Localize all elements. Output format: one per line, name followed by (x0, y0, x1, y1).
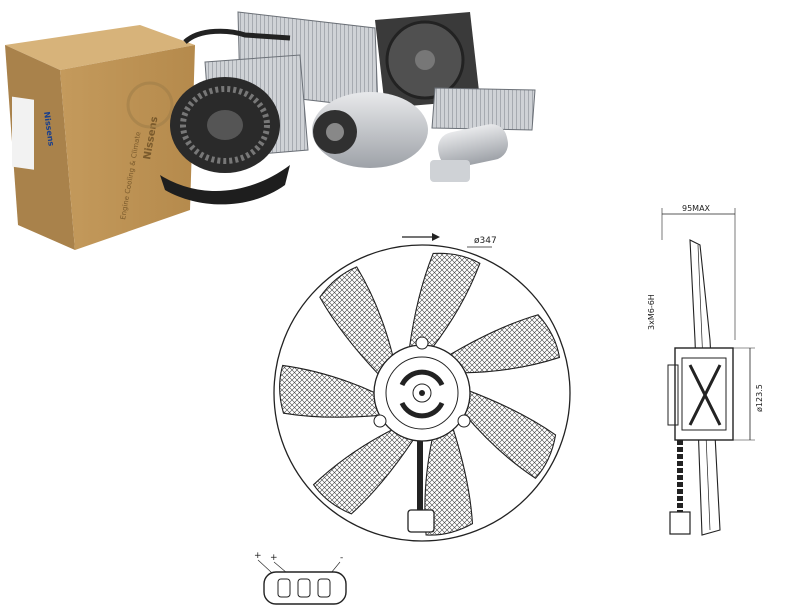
fan-blade (279, 364, 383, 418)
diameter-label: ø347 (474, 236, 497, 246)
thread-label: 3xM6-6H (647, 294, 656, 330)
box-label-sticker (12, 96, 34, 170)
cardboard-box: Nissens Nissens Engine Cooling & Climate (5, 25, 195, 250)
fan-blades (279, 252, 561, 536)
fan-side-view-drawing: 95MAX 3xM6-6H ø123.5 (640, 200, 810, 560)
radiator-fan-part (375, 12, 480, 108)
connector-pin (277, 578, 291, 598)
fan-blade (462, 389, 557, 480)
pin-1-label: + (254, 551, 262, 561)
blade-profile (689, 239, 721, 536)
blower-motor-part (160, 77, 290, 205)
receiver-drier-part (430, 124, 509, 182)
connector-pinout: + + - (248, 548, 358, 608)
heater-core-part (431, 87, 536, 131)
mount-tab (457, 414, 471, 428)
mount-tab (415, 336, 429, 350)
motor-diameter-label: ø123.5 (755, 384, 764, 412)
fan-blade (312, 428, 416, 515)
pin-3-label: - (340, 553, 343, 563)
ac-compressor-part (312, 92, 428, 168)
fan-front-view-drawing: ø347 (262, 225, 582, 545)
connector-pin (297, 578, 311, 598)
depth-label: 95MAX (682, 204, 711, 213)
pin-2-label: + (270, 553, 278, 563)
fan-blade (408, 252, 481, 350)
plug-body (407, 509, 435, 533)
q-logo (126, 81, 174, 129)
arrow-right-icon (402, 233, 440, 241)
connector-pin (317, 578, 331, 598)
shroud-outline (273, 244, 571, 542)
fan-blade (447, 314, 561, 374)
fan-blade (424, 426, 474, 536)
product-photo: Nissens Nissens Engine Cooling & Climate (0, 0, 560, 260)
fan-blade (319, 266, 394, 377)
mount-tab (373, 414, 387, 428)
